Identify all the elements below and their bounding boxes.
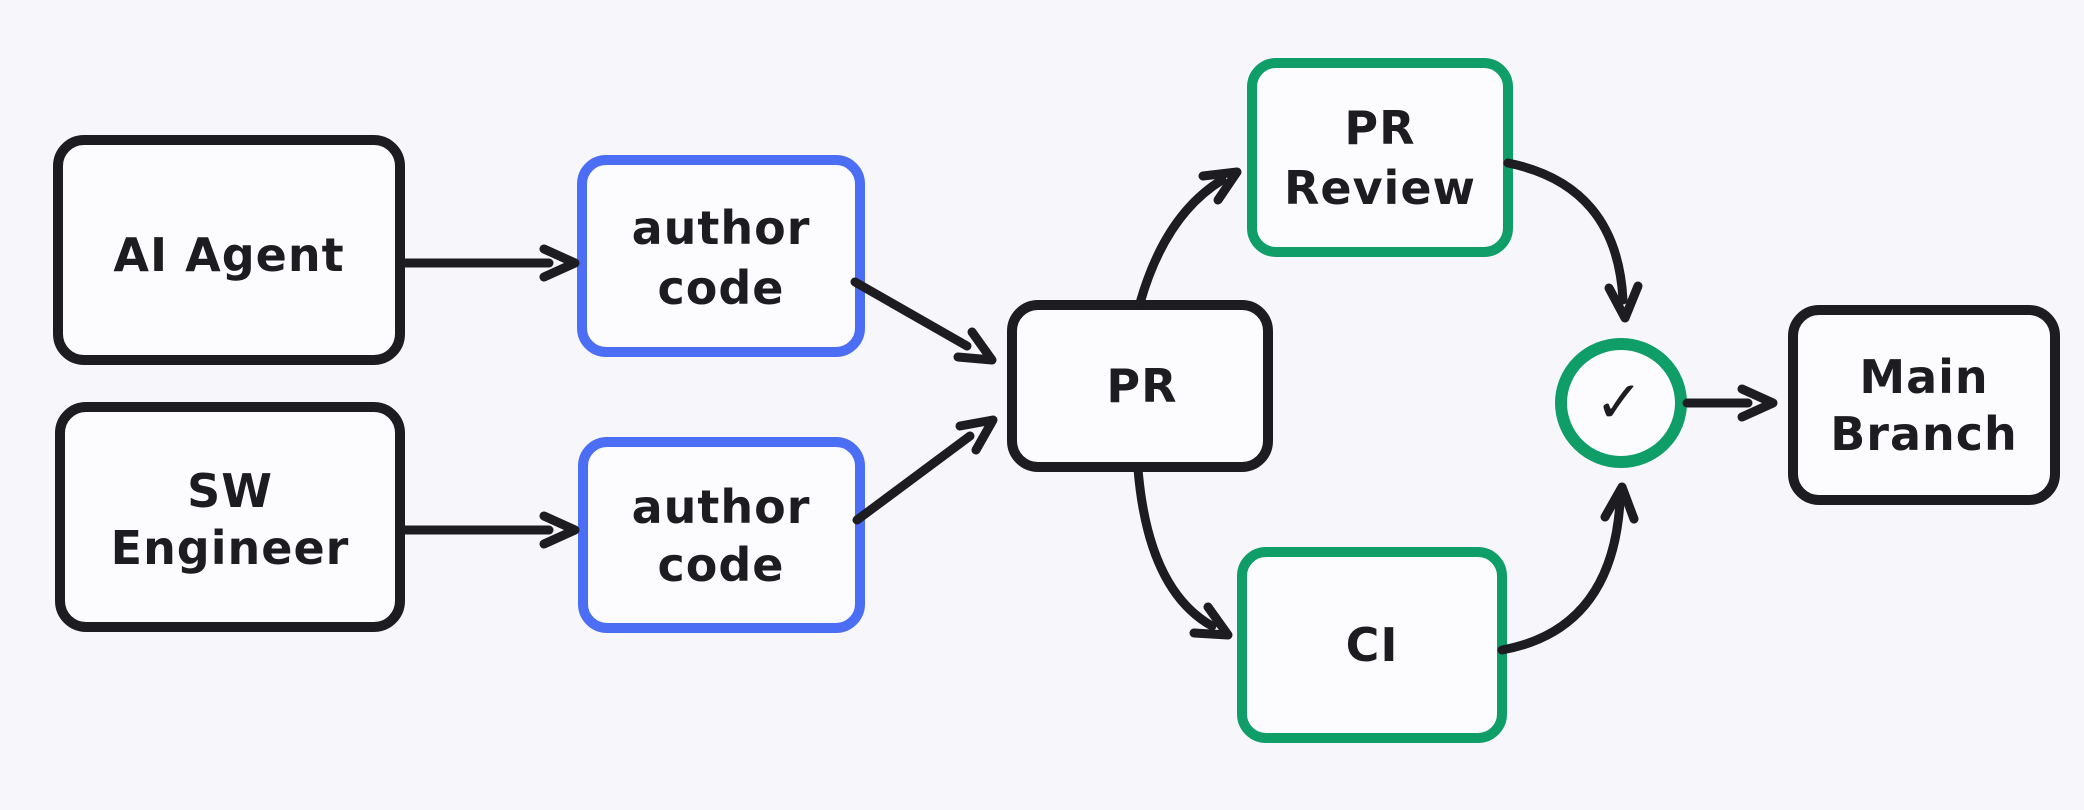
arrow-head: [539, 244, 580, 282]
arrow-pr-to-ci: [1133, 464, 1233, 640]
checkmark-icon: ✓: [1595, 368, 1644, 436]
main-branch-box: [1788, 305, 2060, 505]
arrow-ci-to-checks: [1497, 482, 1639, 655]
arrow-checks-to-main-branch: [1682, 384, 1778, 422]
arrow-shaft: [1497, 497, 1625, 655]
author-code-top-label-line1: author: [632, 201, 811, 255]
author-code-top-box: [577, 155, 865, 357]
arrow-head: [1600, 482, 1639, 524]
arrow-head: [953, 327, 997, 365]
checks-passed-circle: [1555, 338, 1687, 468]
pr-review-label-line1: PR: [1344, 101, 1415, 155]
author-code-top-label-line2: code: [658, 261, 785, 315]
arrow-shaft: [1133, 464, 1217, 631]
ci-label: CI: [1346, 618, 1399, 672]
ai-agent-label: AI Agent: [113, 228, 344, 282]
arrow-ai-agent-to-author-code: [400, 244, 580, 282]
arrow-head: [1189, 602, 1233, 640]
arrow-shaft: [1503, 158, 1628, 305]
blue-nodes-group: [577, 155, 865, 633]
black-nodes-group: [53, 135, 2060, 632]
arrow-head: [1604, 281, 1643, 323]
arrow-head: [955, 415, 998, 455]
pr-review-box: [1247, 58, 1513, 257]
arrow-head: [1198, 167, 1242, 205]
labels-group: AI Agent SW Engineer author code author …: [111, 101, 2018, 672]
arrow-author-code-bottom-to-pr: [852, 415, 998, 525]
edges-group: [400, 158, 1778, 655]
arrow-sw-engineer-to-author-code: [400, 511, 580, 549]
main-branch-label-line2: Branch: [1830, 407, 2018, 461]
ai-agent-box: [53, 135, 405, 365]
arrow-shaft: [1135, 175, 1227, 308]
arrow-pr-review-to-checks: [1503, 158, 1643, 323]
green-nodes-group: [1237, 58, 1687, 743]
pr-label: PR: [1106, 359, 1177, 413]
ci-box: [1237, 547, 1507, 743]
arrow-head: [1737, 384, 1778, 422]
sw-engineer-label-line2: Engineer: [111, 521, 350, 575]
sw-engineer-label-line1: SW: [187, 464, 273, 518]
arrow-head: [539, 511, 580, 549]
author-code-bottom-box: [578, 437, 865, 633]
main-branch-label-line1: Main: [1859, 350, 1988, 404]
arrow-shaft: [852, 431, 975, 525]
arrow-shaft: [850, 277, 972, 351]
author-code-bottom-label-line2: code: [658, 538, 785, 592]
author-code-bottom-label-line1: author: [632, 480, 811, 534]
pr-review-label-line2: Review: [1284, 161, 1476, 215]
sw-engineer-box: [55, 402, 405, 632]
arrow-pr-to-pr-review: [1135, 167, 1242, 308]
arrow-author-code-top-to-pr: [850, 277, 997, 365]
